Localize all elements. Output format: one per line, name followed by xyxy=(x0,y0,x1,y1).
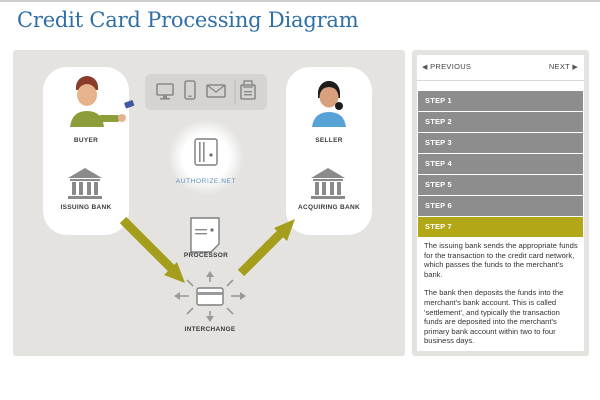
processor-icon xyxy=(191,218,219,252)
step-4-button[interactable]: STEP 4 xyxy=(418,154,583,174)
diagram-graphic xyxy=(13,50,405,356)
buyer-label: BUYER xyxy=(73,137,99,144)
step-description-paragraph-2: The bank then deposits the funds into th… xyxy=(424,288,580,346)
steps-panel: ◀ PREVIOUS NEXT ▶ STEP 1 STEP 2 STEP 3 S… xyxy=(412,50,589,356)
interchange-label: INTERCHANGE xyxy=(178,326,242,333)
step-5-button[interactable]: STEP 5 xyxy=(418,175,583,195)
authorize-net-label: AUTHORIZE.NET xyxy=(174,178,238,185)
step-list: STEP 1 STEP 2 STEP 3 STEP 4 STEP 5 STEP … xyxy=(418,91,583,238)
next-label: NEXT xyxy=(549,62,570,71)
previous-label: PREVIOUS xyxy=(430,62,471,71)
previous-button[interactable]: ◀ PREVIOUS xyxy=(422,62,471,71)
card-icon xyxy=(197,288,223,305)
steps-inner: ◀ PREVIOUS NEXT ▶ STEP 1 STEP 2 STEP 3 S… xyxy=(417,55,584,351)
issuing-bank-label: ISSUING BANK xyxy=(48,204,124,211)
processor-label: PROCESSOR xyxy=(180,252,232,259)
acquiring-bank-label: ACQUIRING BANK xyxy=(286,204,372,211)
step-description: The issuing bank sends the appropriate f… xyxy=(424,241,580,355)
triangle-right-icon: ▶ xyxy=(572,64,578,71)
seller-label: SELLER xyxy=(311,137,347,144)
step-7-button[interactable]: STEP 7 xyxy=(418,217,583,237)
step-3-button[interactable]: STEP 3 xyxy=(418,133,583,153)
next-button[interactable]: NEXT ▶ xyxy=(549,62,578,71)
step-6-button[interactable]: STEP 6 xyxy=(418,196,583,216)
server-icon xyxy=(195,139,217,165)
triangle-left-icon: ◀ xyxy=(422,64,428,71)
nav-bar: ◀ PREVIOUS NEXT ▶ xyxy=(417,55,584,81)
page-title: Credit Card Processing Diagram xyxy=(17,8,358,32)
step-1-button[interactable]: STEP 1 xyxy=(418,91,583,111)
top-rule xyxy=(0,0,600,2)
step-description-paragraph-1: The issuing bank sends the appropriate f… xyxy=(424,241,580,279)
diagram-panel: BUYER ISSUING BANK AUTHORIZE.NET PROCESS… xyxy=(13,50,405,356)
step-2-button[interactable]: STEP 2 xyxy=(418,112,583,132)
